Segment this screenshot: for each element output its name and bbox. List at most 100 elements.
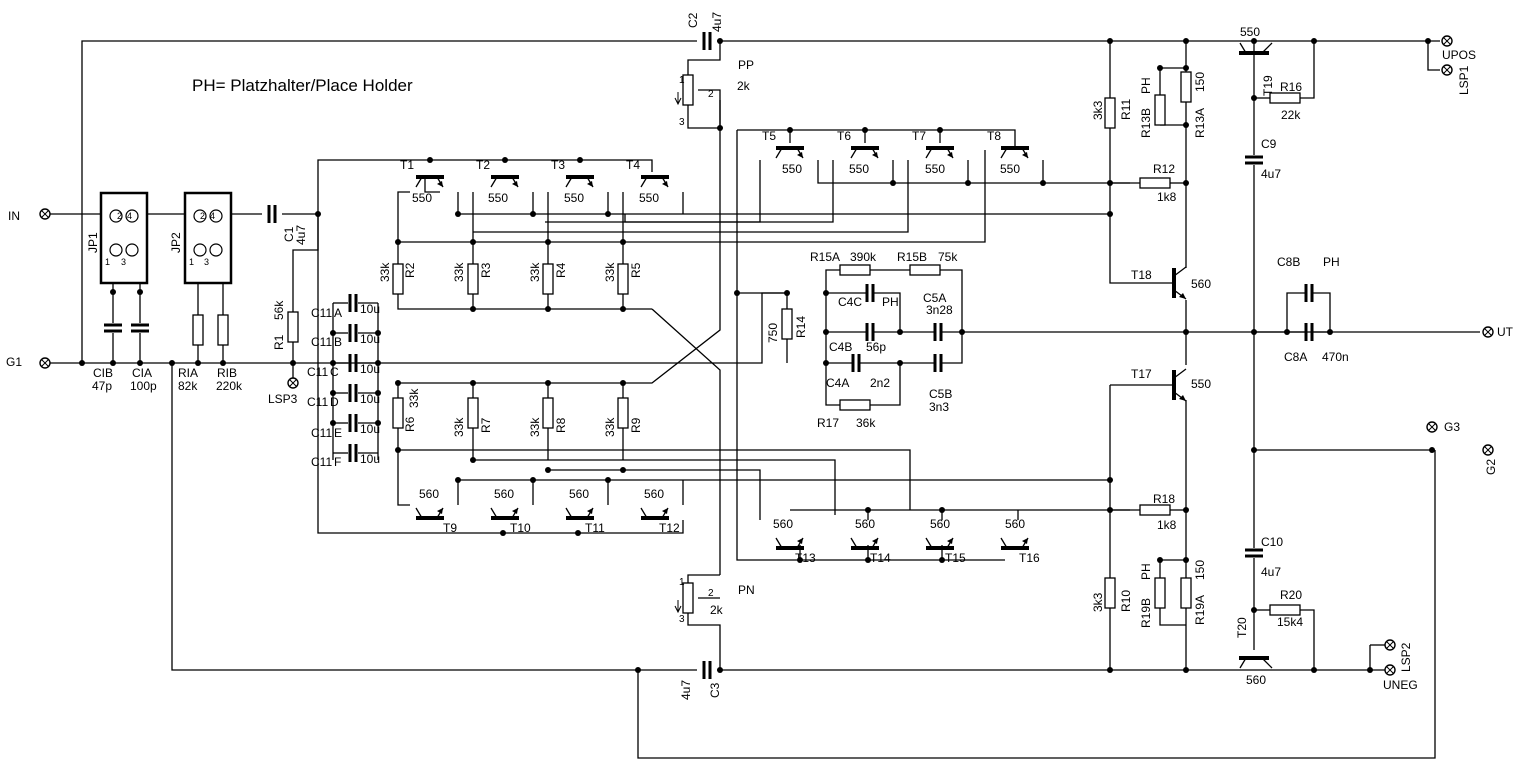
jumper-pin [125, 209, 139, 223]
lower-resistor [617, 397, 629, 429]
r1-resistor [287, 311, 299, 343]
pn-value: 2k [710, 603, 724, 617]
npn-transistor [490, 175, 519, 188]
ria-value: 82k [178, 379, 198, 393]
c11d-suffix: D [330, 395, 339, 409]
t6-ref: T6 [837, 129, 851, 143]
terminal-uneg-label: UNEG [1383, 678, 1418, 692]
terminal-upos-label: UPOS [1442, 48, 1476, 62]
junction-dot [395, 447, 401, 453]
c11e-suffix: E [334, 426, 342, 440]
c11-capacitor [348, 384, 358, 402]
wire [870, 363, 901, 406]
wire [737, 129, 1016, 150]
jp2-pin1: 1 [189, 257, 194, 267]
transistor-collector [640, 507, 648, 519]
lower-resistor [467, 397, 479, 429]
wire [398, 100, 721, 384]
r4-ref: R4 [554, 262, 568, 278]
c5a-value: 3n28 [926, 303, 953, 317]
r13b-value: PH [1139, 77, 1153, 94]
transistor-collector [1173, 266, 1187, 277]
c8b-capacitor [1304, 284, 1314, 302]
r15a-value: 390k [850, 250, 877, 264]
junction-dot [169, 360, 175, 366]
junction-dot [1251, 447, 1257, 453]
transistor-collector [850, 537, 858, 549]
r12-ref: R12 [1153, 162, 1175, 176]
emitter-arrow [1179, 395, 1186, 401]
junction-dot [470, 306, 476, 312]
wire [825, 269, 840, 293]
c10-ref: C10 [1261, 535, 1283, 549]
c8b-value: PH [1323, 255, 1340, 269]
wire [1254, 292, 1305, 333]
wire [940, 269, 963, 332]
c4a-capacitor [851, 354, 861, 372]
npn-transistor [640, 175, 669, 188]
pn-potentiometer [674, 582, 694, 614]
r15a-ref: R15A [810, 250, 840, 264]
c9-capacitor [1245, 155, 1263, 165]
emitter-arrow [587, 181, 593, 187]
transistor-collector [1261, 657, 1273, 669]
r18-ref: R18 [1153, 492, 1175, 506]
emitter-arrow [662, 181, 668, 187]
r3-value: 33k [452, 262, 466, 282]
r16-resistor [1269, 92, 1301, 104]
wire [651, 308, 721, 575]
c11-capacitor [348, 324, 358, 342]
r13a-ref: R13A [1193, 108, 1207, 138]
t1-ref: T1 [400, 158, 414, 172]
r14-resistor [781, 308, 793, 340]
wiper-arrow [674, 605, 682, 614]
r6-ref: R6 [403, 416, 417, 432]
transistor-collector [490, 176, 498, 188]
jumper-pin [209, 209, 223, 223]
junction-dot [110, 360, 116, 366]
t19-value: 550 [1240, 25, 1260, 39]
junction-dot [395, 239, 401, 245]
c2-ref: C2 [686, 12, 700, 28]
c11a-suffix: A [334, 306, 342, 320]
c5a-ref: C5A [923, 291, 946, 305]
junction-dot [1107, 211, 1113, 217]
junction-dot [939, 557, 945, 563]
c4b-value: 56p [866, 340, 886, 354]
junction-dot [1157, 65, 1163, 71]
jp2-jumper [183, 191, 233, 285]
transistor-emitter [1239, 657, 1247, 669]
transistor-collector [925, 147, 933, 159]
r8-ref: R8 [554, 417, 568, 433]
r15b-resistor [909, 264, 941, 276]
pp-potentiometer [674, 74, 694, 106]
jp1-pin2: 2 [117, 211, 122, 221]
r13b-ref: R13B [1139, 108, 1153, 138]
r15b-ref: R15B [897, 250, 927, 264]
lsp1-terminal [1441, 64, 1453, 76]
junction-dot [717, 125, 723, 131]
junction-dot [1367, 667, 1373, 673]
emitter-arrow [947, 152, 953, 158]
t11-value: 560 [569, 487, 589, 501]
junction-dot [1107, 477, 1113, 483]
jp2-pin3: 3 [204, 257, 209, 267]
transistor-collector [565, 507, 573, 519]
wire [457, 192, 1110, 215]
ut-terminal [1482, 326, 1494, 338]
uneg-terminal [1384, 664, 1396, 676]
terminal-cross [289, 379, 297, 387]
t16-ref: T16 [1019, 551, 1040, 565]
junction-dot [545, 306, 551, 312]
junction-dot [1183, 557, 1189, 563]
wire [698, 89, 721, 128]
c11a-ref: C11 [311, 306, 332, 320]
jp2-label: JP2 [169, 232, 183, 253]
r1-value: 56k [272, 300, 286, 320]
component-layer [39, 32, 1494, 679]
t17-value: 550 [1191, 377, 1211, 391]
junction-dot [427, 157, 433, 163]
jumper-pin [125, 243, 139, 257]
t14-ref: T14 [870, 551, 891, 565]
wire [874, 292, 901, 332]
